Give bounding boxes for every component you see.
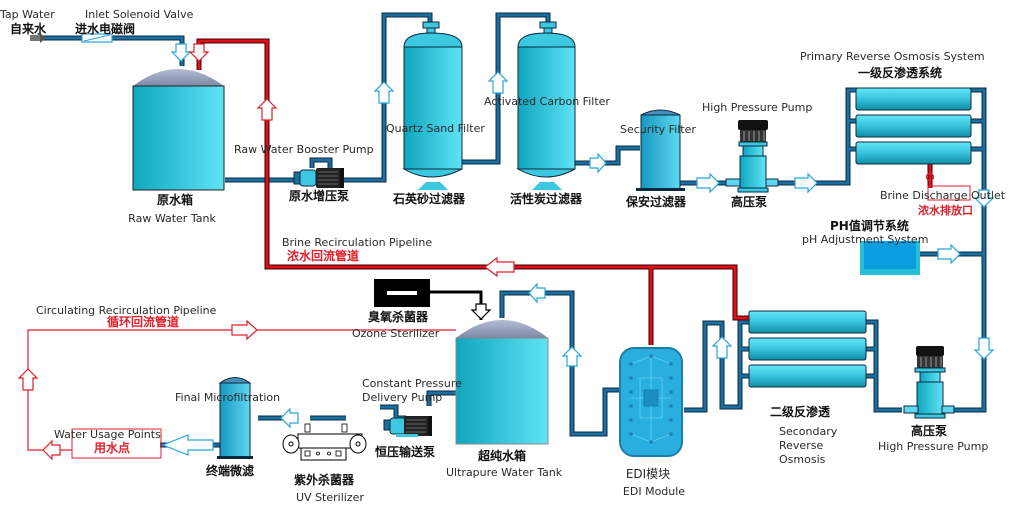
security-filter[interactable] (636, 109, 685, 191)
secondary-ro-label-en-3: Osmosis (779, 453, 826, 466)
ph-label-en: pH Adjustment System (802, 233, 929, 246)
ph-label-cn: PH值调节系统 (830, 219, 909, 233)
booster-pump-label-en: Raw Water Booster Pump (234, 143, 374, 156)
raw-water-tank[interactable] (132, 69, 225, 191)
arrow-left-icon (280, 407, 299, 429)
brine-pipes (196, 38, 933, 345)
upw-tank-label-cn: 超纯水箱 (478, 449, 527, 463)
raw-tank-label-cn: 原水箱 (156, 193, 194, 207)
activated-carbon-filter[interactable] (516, 21, 576, 190)
ozone-label-cn: 臭氧杀菌器 (368, 310, 429, 324)
arrow-down-icon (470, 303, 492, 320)
cp-pump-label-cn: 恒压输送泵 (375, 445, 436, 459)
arrow-left-icon (161, 434, 214, 456)
secondary-ro-label-cn: 二级反渗透 (770, 405, 831, 419)
arrow-down-icon (973, 337, 995, 360)
hp-pump-2-label-cn: 高压泵 (911, 424, 948, 438)
edi-label-en: EDI Module (622, 485, 686, 498)
inlet-valve-label-en: Inlet Solenoid Valve (85, 8, 194, 21)
arrow-up-icon (373, 81, 395, 104)
brine-outlet-label-en: Brine Discharge Outlet (880, 189, 1006, 202)
quartz-filter-label-en: Quartz Sand Filter (386, 122, 485, 135)
high-pressure-pump-1[interactable] (725, 120, 779, 193)
upw-tank-label-en: Ultrapure Water Tank (446, 466, 563, 479)
arrow-left-icon (528, 282, 546, 304)
brine-discharge-valve[interactable] (925, 172, 971, 201)
secondary-ro-label-en-2: Reverse (779, 439, 824, 452)
arrow-up-icon (561, 346, 583, 367)
hp-pump-1-label-cn: 高压泵 (731, 195, 768, 209)
edi-label-cn: EDI模块 (625, 467, 671, 481)
inlet-valve-label-cn: 进水电磁阀 (75, 22, 136, 36)
edi-module[interactable] (619, 347, 683, 457)
ozone-sterilizer[interactable] (374, 279, 430, 307)
uv-sterilizer[interactable] (282, 423, 367, 461)
tap-water-inlet (30, 33, 46, 43)
security-filter-label-en: Security Filter (620, 123, 696, 136)
final-mf-label-cn: 终端微滤 (206, 464, 255, 478)
quartz-sand-filter[interactable] (402, 21, 463, 190)
arrow-up-icon (711, 336, 733, 359)
brine-recirc-label-cn: 浓水回流管道 (287, 249, 360, 263)
arrow-left-icon (42, 439, 61, 461)
circ-recirc-label-en: Circulating Recirculation Pipeline (36, 304, 217, 317)
brine-recirc-label-en: Brine Recirculation Pipeline (282, 236, 433, 249)
circ-recirc-label-cn: 循环回流管道 (107, 315, 180, 329)
ultrapure-water-tank[interactable] (455, 320, 549, 445)
carbon-filter-label-cn: 活性炭过滤器 (510, 192, 583, 206)
arrow-up-icon (17, 368, 39, 391)
secondary-ro-system[interactable] (748, 310, 867, 388)
final-microfiltration[interactable] (217, 377, 253, 460)
tap-water-label-cn: 自来水 (10, 22, 47, 36)
final-mf-label-en: Final Microfiltration (175, 391, 281, 404)
primary-ro-label-cn: 一级反渗透系统 (858, 66, 943, 80)
uv-label-en: UV Sterilizer (296, 491, 364, 504)
hp-pump-2-label-en: High Pressure Pump (878, 440, 989, 453)
water-usage-points-box[interactable] (71, 428, 162, 459)
inlet-solenoid-valve[interactable] (81, 33, 113, 43)
uv-label-cn: 紫外杀菌器 (294, 473, 355, 487)
primary-ro-label-en: Primary Reverse Osmosis System (800, 50, 985, 63)
arrow-right-icon (589, 152, 607, 174)
arrow-left-icon (484, 256, 515, 278)
cp-pump-label-en-2: Delivery Pump (362, 391, 443, 404)
usage-points-label-cn: 用水点 (94, 441, 131, 455)
ph-adjustment-tank[interactable] (860, 241, 920, 275)
cp-pump-label-en-1: Constant Pressure (362, 377, 462, 390)
high-pressure-pump-2[interactable] (903, 346, 955, 419)
raw-tank-label-en: Raw Water Tank (128, 212, 216, 225)
arrow-right-icon (794, 172, 818, 194)
usage-points-label-en: Water Usage Points (54, 428, 161, 441)
secondary-ro-label-en-1: Secondary (779, 425, 838, 438)
hp-pump-1-label-en: High Pressure Pump (702, 101, 813, 114)
carbon-filter-label-en: Activated Carbon Filter (484, 95, 610, 108)
constant-pressure-delivery-pump[interactable] (383, 416, 432, 437)
arrow-down-icon (170, 43, 192, 62)
arrow-right-icon (696, 172, 720, 194)
ozone-line (430, 290, 483, 320)
arrow-right-icon (937, 243, 961, 265)
arrow-down-icon (973, 189, 995, 208)
raw-water-booster-pump[interactable] (293, 168, 344, 188)
arrow-right-icon (231, 319, 258, 341)
quartz-filter-label-cn: 石英砂过滤器 (393, 192, 466, 206)
arrow-up-icon (487, 71, 509, 94)
arrow-up-icon (256, 98, 278, 121)
ozone-label-en: Ozone Sterilizer (352, 327, 440, 340)
arrow-down-icon (188, 43, 210, 62)
security-filter-label-cn: 保安过滤器 (626, 195, 687, 209)
flow-arrows (17, 43, 995, 461)
brine-outlet-label-cn: 浓水排放口 (918, 204, 973, 217)
tap-water-label-en: Tap Water (0, 8, 55, 21)
primary-ro-system[interactable] (855, 87, 972, 165)
booster-pump-label-cn: 原水增压泵 (289, 189, 350, 203)
